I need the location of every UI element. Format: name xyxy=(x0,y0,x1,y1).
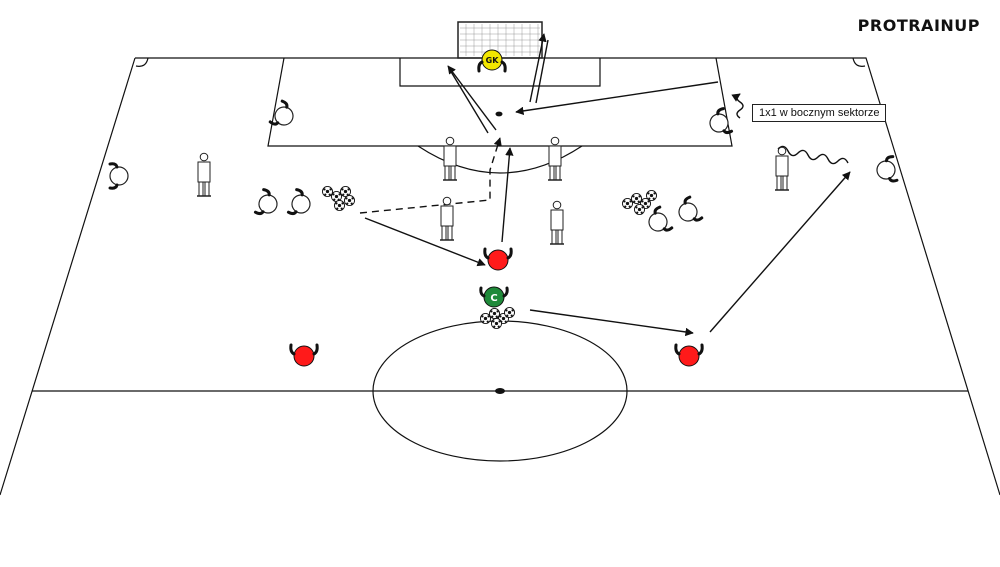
touchline-outline xyxy=(0,57,1000,496)
ball-icon xyxy=(646,190,657,201)
arrow-shot-1b xyxy=(449,69,489,134)
arrow-shot-2b xyxy=(535,39,549,104)
ball-icon xyxy=(322,186,333,197)
coach: C xyxy=(479,286,509,308)
arrow-shot-2 xyxy=(529,33,547,103)
penalty-arc xyxy=(417,145,583,174)
goalkeeper: GK xyxy=(477,49,507,73)
mannequin xyxy=(549,200,565,245)
ball-icon xyxy=(344,195,355,206)
white-player xyxy=(704,106,734,140)
mannequin xyxy=(547,136,563,181)
corner-arc-left xyxy=(135,57,149,67)
white-player xyxy=(108,162,130,190)
corner-arc-right xyxy=(852,57,866,67)
arrow-wing-run xyxy=(709,171,851,333)
white-player xyxy=(286,187,316,221)
goalkeeper-tag: GK xyxy=(486,56,500,65)
penalty-area xyxy=(267,57,733,147)
attackers xyxy=(289,247,704,367)
arrow-short-wave xyxy=(731,93,744,119)
mannequin xyxy=(196,152,212,197)
attacker xyxy=(289,343,319,367)
arrow-dribble-wave xyxy=(777,145,849,165)
ball-icon xyxy=(504,307,515,318)
attacker xyxy=(483,247,513,271)
arrows xyxy=(359,33,851,337)
white-player xyxy=(268,99,300,133)
arrow-attacker-run xyxy=(501,147,514,243)
white-player xyxy=(672,195,704,229)
mannequin xyxy=(442,136,458,181)
goal-area xyxy=(399,58,601,87)
pitch-lines xyxy=(0,57,1000,496)
coach-tag: C xyxy=(490,293,497,304)
arrow-coach-pass xyxy=(529,309,694,337)
white-player xyxy=(642,205,674,239)
white-player xyxy=(873,154,899,186)
ball-icon xyxy=(489,308,500,319)
ball-icon xyxy=(622,198,633,209)
goal xyxy=(457,21,543,59)
ball-icon xyxy=(631,193,642,204)
mannequin xyxy=(774,146,790,191)
arrow-dashed-run xyxy=(359,137,502,214)
mannequins xyxy=(196,136,790,245)
annotation-label: 1x1 w bocznym sektorze xyxy=(752,104,887,122)
brand-logo: PROTRAINUP xyxy=(857,16,980,35)
center-spot xyxy=(495,388,505,394)
ball-icon xyxy=(334,200,345,211)
penalty-spot xyxy=(495,111,503,117)
ball-icon xyxy=(480,313,491,324)
arrow-shot-1 xyxy=(447,65,497,131)
ball-icon xyxy=(491,318,502,329)
arrow-pass-to-attacker xyxy=(364,217,486,267)
white-player xyxy=(253,187,283,221)
ball-icon xyxy=(634,204,645,215)
arrow-cross xyxy=(515,81,719,116)
mannequin xyxy=(439,196,455,241)
attacker xyxy=(674,343,704,367)
goal-net xyxy=(460,24,540,56)
